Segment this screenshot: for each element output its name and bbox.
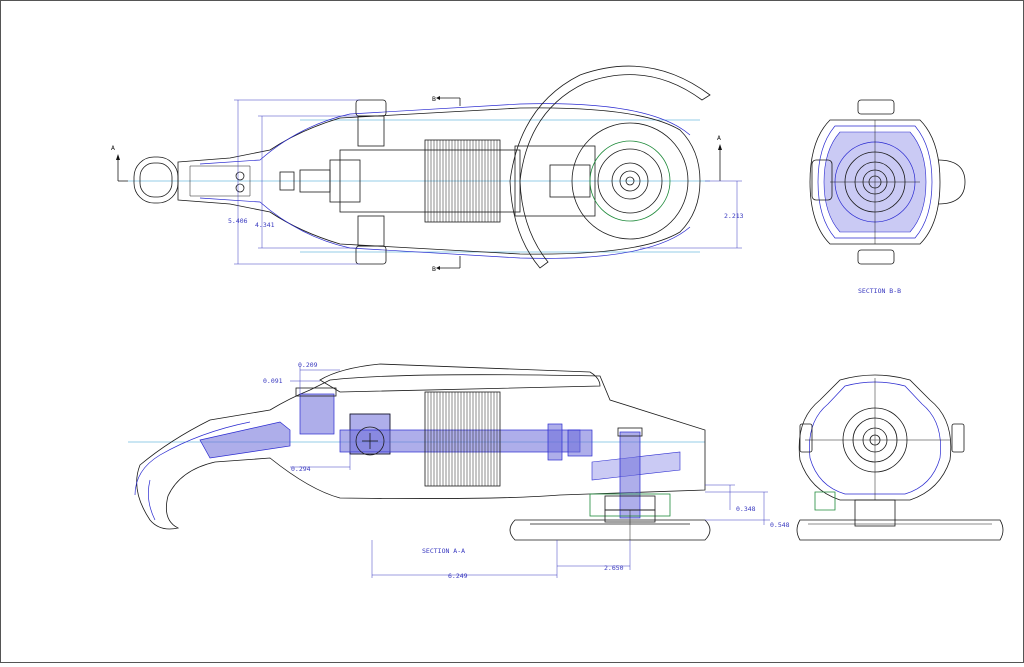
label-section-bb: SECTION B-B [858,287,901,295]
section-marker-a-left: A [111,144,115,152]
dim-side-top-small: 0.209 [298,361,318,369]
section-marker-b-top: B [432,95,436,103]
section-bb-view [809,99,966,265]
side-armature [424,391,501,487]
dim-side-bottom-short: 2.650 [604,564,624,572]
front-view [796,374,1004,541]
dim-side-right-lower: 0.548 [770,521,790,529]
dim-side-bottom-long: 6.249 [448,572,468,580]
dim-top-right-height: 2.213 [724,212,744,220]
section-marker-a-right: A [717,134,721,142]
section-aa-view [128,363,711,541]
side-view-dimensions [290,366,770,578]
dim-top-overall-height: 5.406 [228,217,248,225]
dim-top-inner-height: 4.341 [255,221,275,229]
top-armature [424,139,501,223]
dim-side-right-upper: 0.348 [736,505,756,513]
section-marker-b-bottom: B [432,265,436,273]
dim-side-inner-small: 0.294 [291,465,311,473]
dim-side-left-small: 0.091 [263,377,283,385]
top-view-dimensions [234,99,742,265]
top-view [116,65,722,270]
label-section-aa: SECTION A-A [422,547,465,555]
